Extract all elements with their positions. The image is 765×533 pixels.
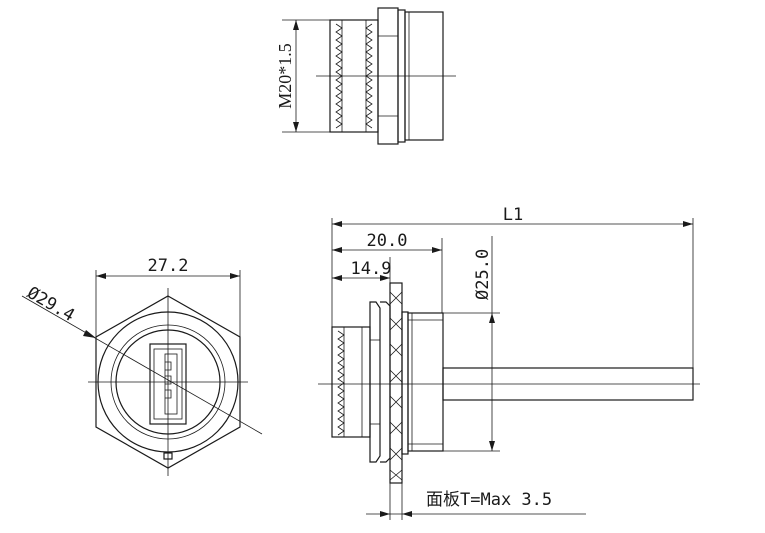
length-20-label: 20.0 [367,231,408,251]
side-cap [407,312,444,452]
front-view: 27.2 Ø29.4 [21,256,263,476]
side-hex-nut [369,301,381,463]
panel-thickness-label: 面板T=Max 3.5 [426,490,552,510]
panel [389,282,403,484]
side-nut-face [380,301,391,463]
length-l1-label: L1 [503,205,523,225]
front-diameter-label: Ø29.4 [24,283,78,326]
width-label: 27.2 [148,256,189,276]
side-view: L1 20.0 14.9 Ø25.0 面板T=Max 3.5 [318,205,700,520]
side-washer [401,311,409,455]
side-thread [331,326,371,438]
top-view: M20*1.5 [275,7,456,145]
side-diameter-label: Ø25.0 [473,249,493,300]
thread-label: M20*1.5 [275,43,295,109]
diameter-leader [21,295,263,435]
length-14-label: 14.9 [351,259,392,279]
panel-hatch [389,291,403,481]
side-thread-crests [337,330,345,436]
